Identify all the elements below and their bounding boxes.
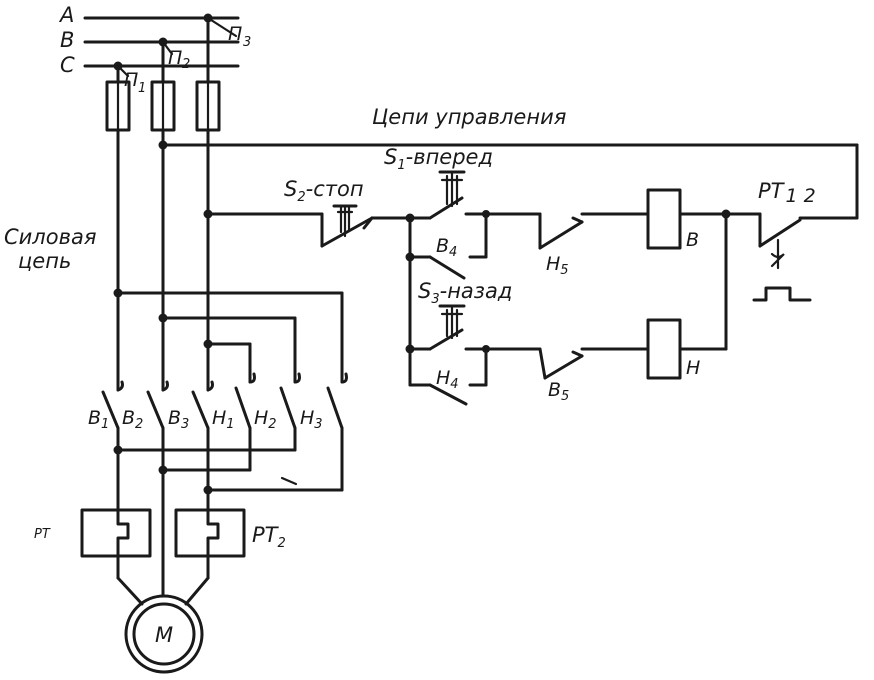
power-circuit-title-line1: Силовая [4,225,96,249]
fuse-p3-subscript: 3 [243,35,251,50]
junction-dot [203,339,213,349]
thermal-contact-rt12 [724,212,859,302]
contact-b1-label: B1 [88,407,109,432]
coil-h-label: H [686,357,700,379]
fuse-p2-subscript: 2 [182,57,190,72]
phase-conductors [116,16,210,392]
fuse-p1-label: П [124,69,138,91]
forward-button-label: S1-вперед [384,145,493,173]
interlock-b5 [484,347,650,380]
contact-b5-label: B5 [548,379,569,404]
stop-button-s2 [320,204,412,248]
motor-symbol [124,594,204,674]
control-feed-lines [161,143,859,220]
holding-contact-b4 [408,212,488,280]
power-cross-bars [116,291,344,384]
forward-button-s1 [408,170,488,220]
junction-dot [203,209,213,219]
junction-dot [113,288,123,298]
contact-h1-label: H1 [212,407,235,432]
contact-b4-label: B4 [436,235,457,260]
phase-a-label: A [58,3,74,27]
contact-h5-label: H5 [546,253,569,278]
control-circuit-title: Цепи управления [372,105,566,129]
back-button-s3 [408,304,488,351]
holding-contact-h4 [408,347,488,406]
interlock-h5 [484,212,650,250]
thermal-relay-rt2 [174,508,246,558]
coil-b [646,188,682,250]
motor-label: M [155,623,173,647]
phase-b-label: B [60,28,74,52]
contact-b2-label: B2 [122,407,143,432]
power-circuit-title-line2: цепь [18,249,71,273]
output-bars [116,448,344,492]
contact-b3-label: B3 [168,407,189,432]
coil-b-label: B [686,229,699,251]
back-button-label: S3-назад [418,279,512,307]
fuse-p3-label: П [228,23,242,45]
stop-button-label: S2-стоп [284,177,364,205]
coil-h [646,318,682,380]
phase-c-label: C [60,53,75,77]
fuse-p2-label: П [168,47,182,69]
contact-h4-label: H4 [436,367,459,392]
contact-h3-label: H3 [300,407,323,432]
junction-dot [158,140,168,150]
contact-h2-label: H2 [254,407,277,432]
thermal-relay-rt1 [80,508,152,558]
junction-dot [158,313,168,323]
fuse-p1-subscript: 1 [138,81,146,96]
thermal-relay-rt1-label: PT [34,527,51,542]
thermal-relay-rt2-label: PT2 [252,523,286,551]
contactor-contacts [101,372,348,492]
fuses [105,80,221,132]
